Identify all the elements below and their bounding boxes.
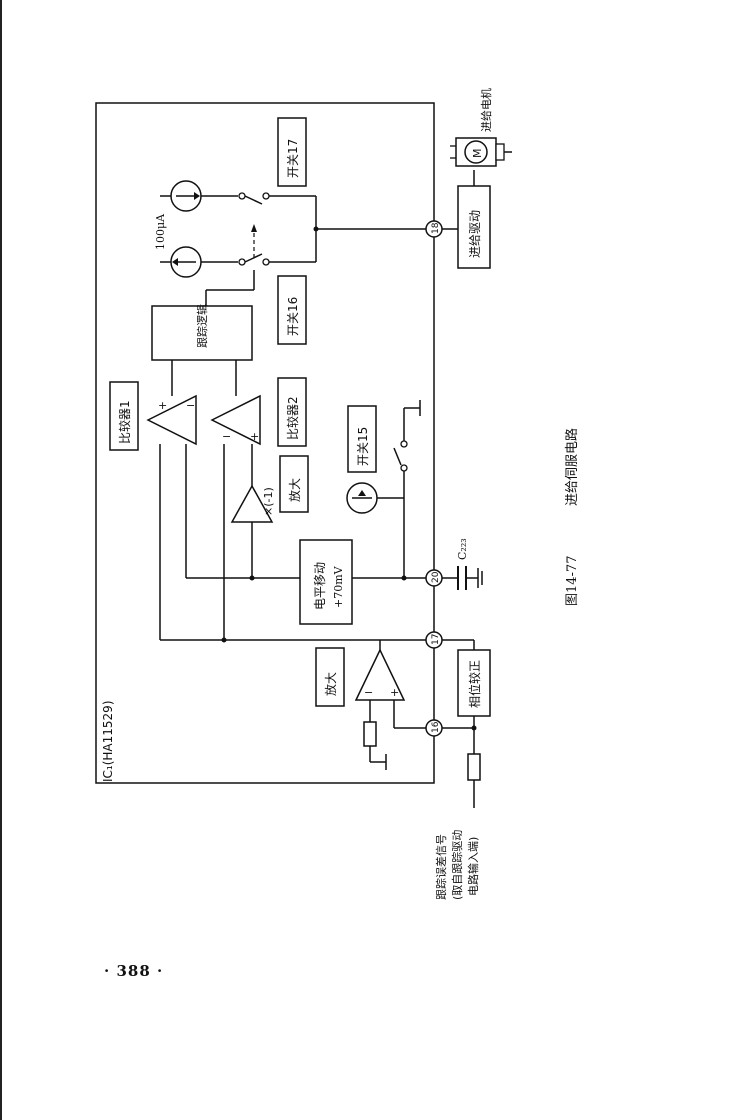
- pin-20-number: 20: [431, 571, 441, 583]
- input-resistor: [467, 753, 481, 781]
- level-shift-line2: +70mV: [332, 565, 345, 608]
- pin-16: 16: [425, 719, 443, 737]
- amp-plus-sign: +: [390, 686, 399, 699]
- pin-17: 17: [425, 631, 443, 649]
- current-100ua-label: 100μA: [154, 213, 167, 250]
- current-source-left: [170, 246, 202, 278]
- comparator2-plus-sign: +: [250, 430, 259, 443]
- ic-boundary: IC₁(HA11529): [95, 102, 435, 784]
- ic-label: IC₁(HA11529): [101, 701, 115, 783]
- figure-number: 图14-77: [565, 556, 580, 606]
- feed-motor: [450, 137, 512, 167]
- comparator2-box: [277, 377, 307, 447]
- motor-symbol: M: [471, 149, 484, 159]
- motor-label: 进给电机: [479, 88, 493, 132]
- figure-title: 进给伺服电路: [564, 428, 580, 506]
- current-source-right: [170, 180, 202, 212]
- input-label-line2: (取自跟踪驱动: [450, 830, 464, 900]
- input-amplifier: − +: [354, 648, 406, 701]
- comparator1-minus-sign: −: [186, 399, 195, 412]
- gain-label: ×(-1): [262, 487, 275, 516]
- switch17-label: 开关17: [286, 139, 300, 178]
- comparator1-box: [109, 381, 139, 451]
- pin-16-number: 16: [431, 721, 441, 733]
- pin-18-number: 18: [431, 222, 441, 234]
- amplifier-input-box: [315, 647, 345, 707]
- level-shift-line1: 电平移动: [313, 562, 327, 610]
- tracking-logic-label: 跟踪逻辑: [195, 304, 209, 348]
- switch15-box: [347, 405, 377, 473]
- switch15-label: 开关15: [356, 427, 370, 466]
- feedback-resistor: [363, 721, 377, 747]
- phase-correction-label: 相位较正: [467, 660, 482, 708]
- level-shift-block: [299, 539, 353, 625]
- current-source-15: [346, 482, 378, 514]
- pin-17-number: 17: [431, 634, 441, 645]
- page-left-edge-rule: [0, 0, 2, 1120]
- comparator2-label: 比较器2: [285, 396, 300, 440]
- amplifier-inverting-label: 放大: [287, 478, 302, 502]
- comparator1-plus-sign: +: [158, 399, 167, 412]
- capacitor-c223: [457, 566, 483, 590]
- comparator-1: + −: [146, 394, 197, 446]
- comparator1-label: 比较器1: [117, 400, 132, 444]
- switch17-box: [277, 117, 307, 187]
- tracking-logic-block: [151, 305, 253, 361]
- feed-drive-block: [457, 185, 491, 269]
- pin-20: 20: [425, 569, 443, 587]
- input-label-line3: 电路输入端): [466, 837, 480, 896]
- amplifier-input-label: 放大: [323, 672, 338, 696]
- capacitor-label: C₂₂₃: [456, 538, 469, 560]
- comparator-2: − +: [210, 394, 261, 446]
- switch-17: [238, 192, 270, 205]
- page-number: · 388 ·: [104, 962, 164, 980]
- comparator2-minus-sign: −: [222, 430, 231, 443]
- switch16-box: [277, 275, 307, 345]
- input-label-line1: 跟踪误差信号: [434, 834, 448, 900]
- pin-18: 18: [425, 220, 443, 238]
- amplifier-inverting-box: [279, 455, 309, 513]
- switch-15: [393, 400, 421, 498]
- amp-minus-sign: −: [364, 686, 373, 699]
- feed-drive-label: 进给驱动: [468, 210, 482, 258]
- switch16-label: 开关16: [286, 297, 300, 336]
